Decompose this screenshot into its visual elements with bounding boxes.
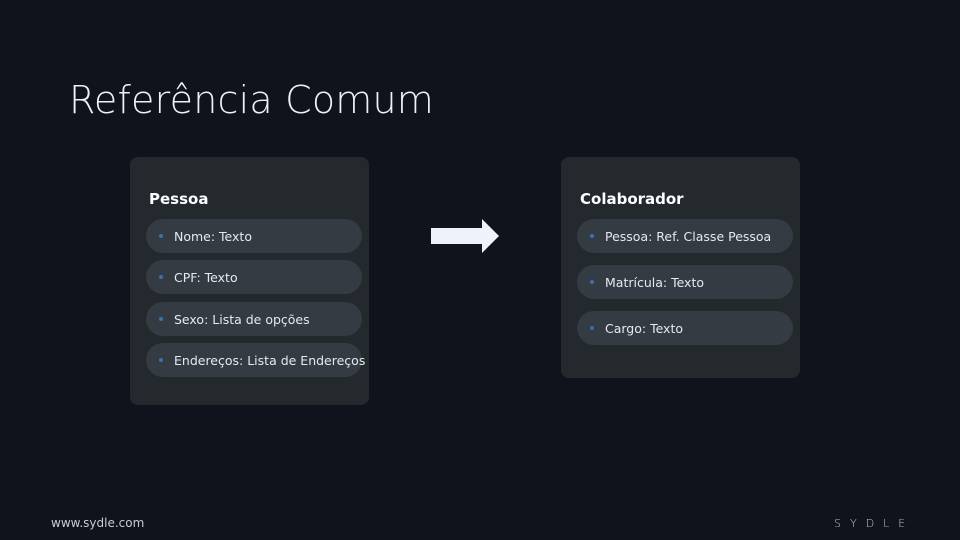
list-item: Nome: Texto [146, 219, 362, 253]
item-label: Endereços: Lista de Endereços [174, 352, 366, 368]
card-title: Colaborador [580, 190, 684, 208]
list-item: Matrícula: Texto [577, 265, 793, 299]
item-label: Nome: Texto [174, 228, 252, 244]
bullet-dot-icon [159, 275, 163, 279]
bullet-dot-icon [590, 234, 594, 238]
bullet-dot-icon [590, 280, 594, 284]
list-item: Pessoa: Ref. Classe Pessoa [577, 219, 793, 253]
bullet-dot-icon [159, 234, 163, 238]
right-arrow-icon [431, 219, 499, 253]
list-item: Endereços: Lista de Endereços [146, 343, 366, 377]
item-label: Pessoa: Ref. Classe Pessoa [605, 228, 772, 244]
card-title: Pessoa [149, 190, 209, 208]
list-item: Sexo: Lista de opções [146, 302, 362, 336]
bullet-dot-icon [590, 326, 594, 330]
bullet-dot-icon [159, 358, 163, 362]
item-label: Matrícula: Texto [605, 274, 704, 290]
item-label: Sexo: Lista de opções [174, 311, 310, 327]
item-label: Cargo: Texto [605, 320, 684, 336]
list-item: CPF: Texto [146, 260, 362, 294]
item-label: CPF: Texto [174, 269, 238, 285]
list-item: Cargo: Texto [577, 311, 793, 345]
footer-url: www.sydle.com [51, 516, 145, 530]
card-pessoa: Pessoa Nome: Texto CPF: Texto Sexo: List… [130, 157, 369, 405]
bullet-dot-icon [159, 317, 163, 321]
card-colaborador: Colaborador Pessoa: Ref. Classe Pessoa M… [561, 157, 800, 378]
sydle-logo: SYDLE [834, 517, 915, 530]
slide-title: Referência Comum [69, 78, 434, 122]
